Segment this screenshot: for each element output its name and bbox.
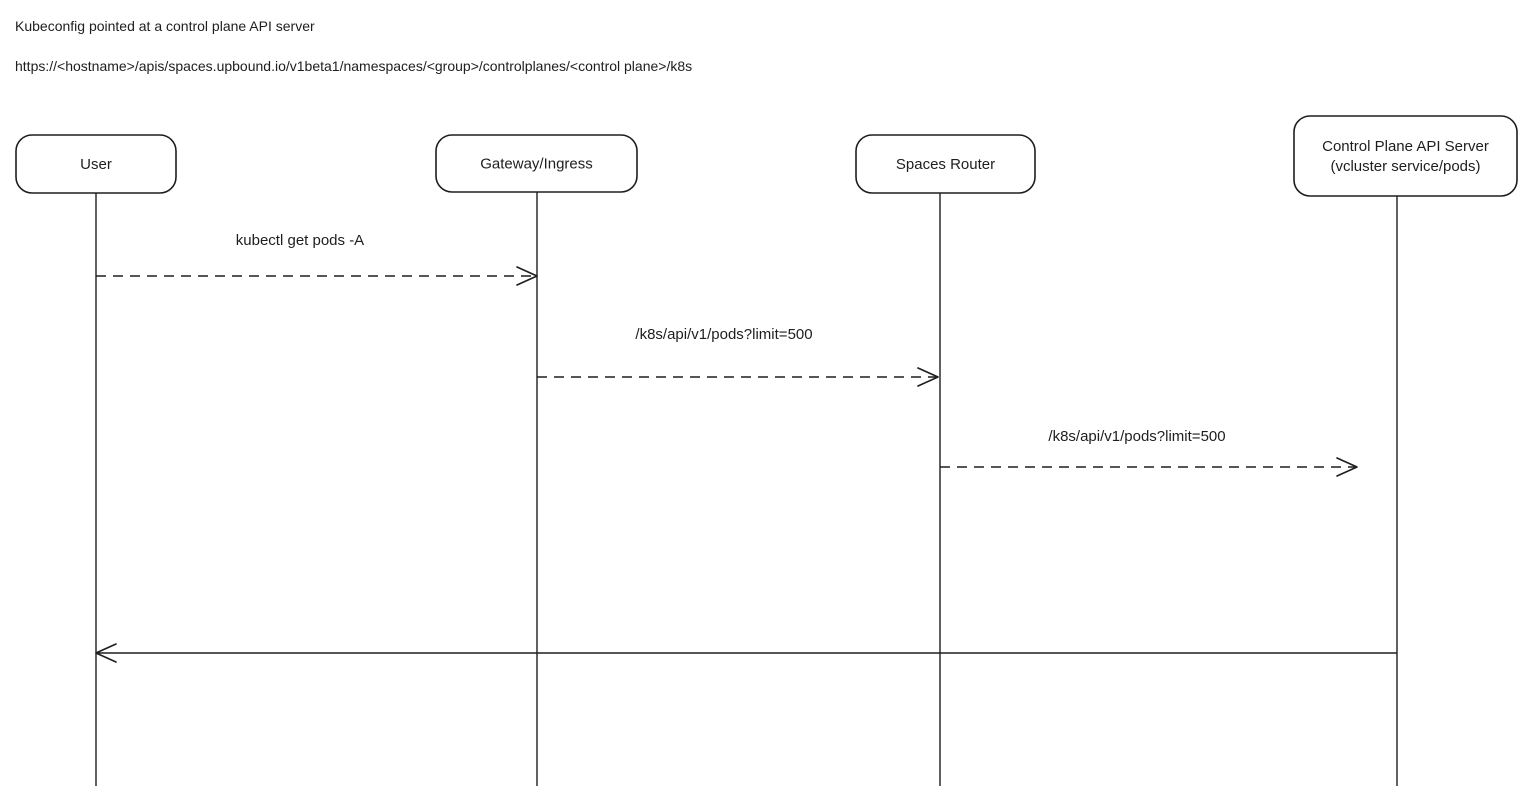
msg-k8s-api-pods-1-label: /k8s/api/v1/pods?limit=500 bbox=[635, 326, 812, 343]
actor-user-label-line: User bbox=[80, 156, 112, 173]
actor-spaces-router-label: Spaces Router bbox=[896, 156, 995, 173]
msg-response-arrowhead-icon bbox=[95, 643, 117, 663]
actor-control-plane-api-server-label: Control Plane API Server (vcluster servic… bbox=[1322, 138, 1489, 175]
actor-control-plane-api-server-label-line: (vcluster service/pods) bbox=[1330, 158, 1480, 175]
msg-k8s-api-pods-2-label: /k8s/api/v1/pods?limit=500 bbox=[1048, 428, 1225, 445]
msg-k8s-api-pods-1: /k8s/api/v1/pods?limit=500 bbox=[537, 326, 939, 387]
actor-user-label: User bbox=[80, 156, 112, 173]
actor-spaces-router: Spaces Router bbox=[855, 134, 1036, 786]
actor-control-plane-api-server: Control Plane API Server (vcluster servic… bbox=[1293, 115, 1518, 786]
msg-k8s-api-pods-2-arrowhead-icon bbox=[1336, 457, 1358, 477]
msg-kubectl-get-pods-label: kubectl get pods -A bbox=[236, 232, 364, 249]
msg-response bbox=[95, 643, 1397, 663]
actor-gateway-ingress-box bbox=[435, 134, 638, 193]
actor-gateway-ingress-label-line: Gateway/Ingress bbox=[480, 156, 593, 173]
actor-spaces-router-box bbox=[855, 134, 1036, 194]
actor-user-box bbox=[15, 134, 177, 194]
diagram-title: Kubeconfig pointed at a control plane AP… bbox=[15, 18, 315, 34]
actor-spaces-router-label-line: Spaces Router bbox=[896, 156, 995, 173]
msg-k8s-api-pods-1-arrowhead-icon bbox=[917, 367, 939, 387]
actor-gateway-ingress-label: Gateway/Ingress bbox=[480, 156, 593, 173]
kubeconfig-url: https://<hostname>/apis/spaces.upbound.i… bbox=[15, 58, 693, 74]
msg-kubectl-get-pods: kubectl get pods -A bbox=[96, 232, 538, 286]
msg-kubectl-get-pods-arrowhead-icon bbox=[516, 266, 538, 286]
actor-user: User bbox=[15, 134, 177, 786]
actor-control-plane-api-server-label-line: Control Plane API Server bbox=[1322, 138, 1489, 155]
actor-control-plane-api-server-box bbox=[1293, 115, 1518, 197]
actor-gateway-ingress: Gateway/Ingress bbox=[435, 134, 638, 786]
msg-k8s-api-pods-2: /k8s/api/v1/pods?limit=500 bbox=[940, 428, 1358, 477]
